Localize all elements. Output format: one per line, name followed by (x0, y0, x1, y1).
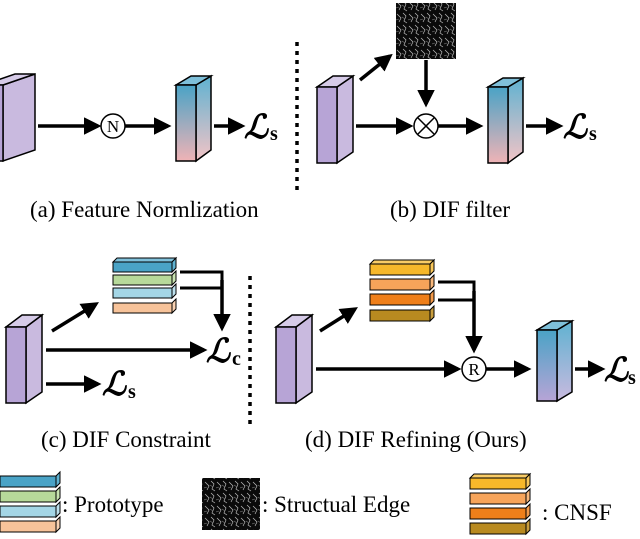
normalized-feature-block (173, 74, 214, 163)
svg-text:R: R (468, 360, 480, 379)
feature-block-b (314, 74, 356, 165)
svg-text:s: s (128, 381, 136, 403)
multiply-operator (413, 113, 439, 139)
bracket-d (438, 280, 476, 302)
legend-cnsf-label: : CNSF (542, 500, 612, 525)
prototype-stack-c (111, 256, 178, 315)
arrow-c-to-proto (51, 302, 99, 333)
panel-a: N ℒ s (a) Feature Normlization (0, 72, 278, 222)
bracket-c (180, 270, 224, 290)
caption-d: (d) DIF Refining (Ours) (305, 427, 527, 452)
svg-text:N: N (107, 117, 119, 136)
caption-a: (a) Feature Normlization (30, 197, 259, 222)
seg-loss-c: ℒ s (102, 367, 136, 403)
cnsf-stack-d (368, 258, 436, 323)
svg-text:ℒ: ℒ (604, 353, 629, 389)
arrow-b-to-edge (358, 53, 393, 82)
svg-text:s: s (270, 123, 278, 145)
seg-loss-a: ℒ s (244, 110, 278, 146)
legend-prototype-label: : Prototype (62, 492, 164, 517)
legend-cnsf-swatch (468, 472, 532, 536)
panel-b: ℒ s (b) DIF filter (314, 3, 597, 222)
normalize-operator: N (100, 113, 126, 139)
refine-operator: R (461, 356, 487, 382)
constraint-loss: ℒ c (206, 334, 241, 370)
panel-c: ℒ c ℒ s (c) DIF Constraint (3, 256, 241, 452)
panel-d: R ℒ s (d) DIF Refining (Ours) (273, 258, 636, 452)
svg-text:c: c (232, 348, 241, 370)
feature-block-a (0, 72, 36, 163)
arrow-d-to-cnsf (319, 307, 358, 333)
caption-c: (c) DIF Constraint (41, 427, 212, 452)
legend-edge-swatch (202, 478, 260, 530)
structural-edge-map (396, 3, 456, 59)
seg-loss-d: ℒ s (604, 353, 636, 389)
legend-prototype-swatch (0, 470, 61, 534)
caption-b: (b) DIF filter (390, 197, 510, 222)
svg-text:ℒ: ℒ (563, 110, 588, 146)
refined-feature-block (534, 319, 575, 403)
svg-text:ℒ: ℒ (244, 110, 269, 146)
filtered-feature-block (485, 76, 526, 165)
feature-block-c (3, 313, 45, 405)
legend: : Prototype : Structual Edge : CNSF (0, 470, 612, 536)
legend-edge-label: : Structual Edge (262, 492, 410, 517)
svg-text:s: s (628, 367, 636, 389)
svg-text:s: s (589, 123, 597, 145)
feature-block-d (273, 313, 315, 405)
svg-text:ℒ: ℒ (206, 334, 231, 370)
svg-text:ℒ: ℒ (102, 367, 127, 403)
seg-loss-b: ℒ s (563, 110, 597, 146)
